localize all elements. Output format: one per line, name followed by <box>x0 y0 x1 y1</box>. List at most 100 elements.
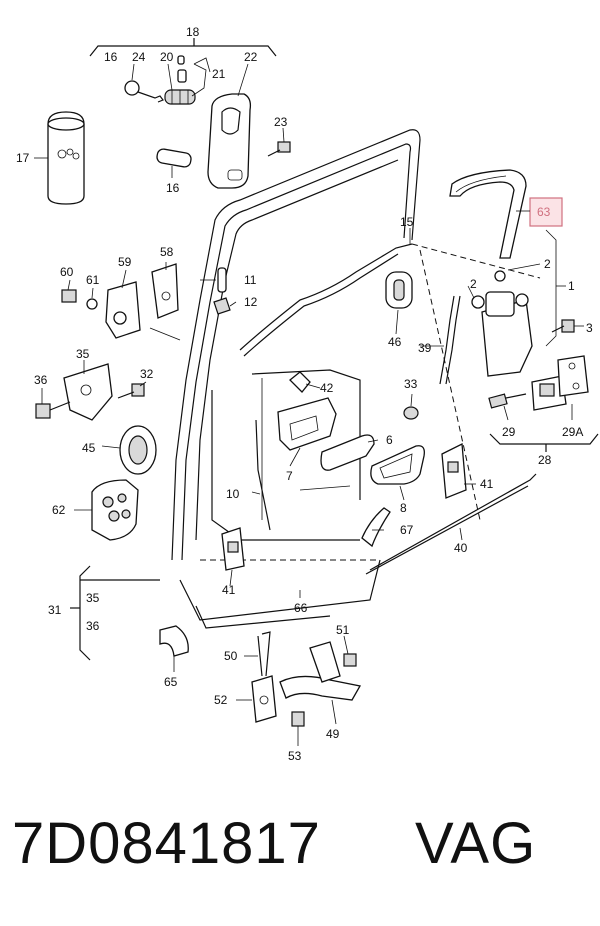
callout-53: 53 <box>288 749 302 763</box>
part-67-seal <box>361 507 391 548</box>
callout-32: 32 <box>140 367 154 381</box>
callout-24: 24 <box>132 50 146 64</box>
callout-33: 33 <box>404 377 418 391</box>
callout-17: 17 <box>16 151 30 165</box>
callout-18: 18 <box>186 25 200 39</box>
callout-52: 52 <box>214 693 228 707</box>
part-12-clip <box>213 297 231 315</box>
part-8-bezel <box>370 445 425 485</box>
part-29-striker <box>488 355 589 411</box>
callout-42: 42 <box>320 381 334 395</box>
part-32-bolt <box>117 383 145 399</box>
part-45-grommet <box>119 425 157 475</box>
callout-50: 50 <box>224 649 238 663</box>
callout-58: 58 <box>160 245 174 259</box>
callout-29: 29 <box>502 425 516 439</box>
callout-20: 20 <box>160 50 174 64</box>
callout-11: 11 <box>244 273 257 287</box>
part-46-grommet <box>385 271 413 309</box>
part-36-bolt <box>35 401 71 419</box>
callout-29a: 29A <box>562 425 583 439</box>
part-22-outer-handle <box>207 93 252 189</box>
door-frame <box>171 129 541 629</box>
part-10-rod <box>255 419 271 531</box>
part-11-bolt <box>217 267 227 293</box>
callout-63: 63 <box>537 205 551 219</box>
callout-66: 66 <box>294 601 308 615</box>
callout-35-group: 35 <box>86 591 100 605</box>
part-63-window-seal <box>449 169 527 259</box>
callout-61: 61 <box>86 273 100 287</box>
part-41-bracket-left <box>221 527 245 571</box>
part-1-door-lock <box>471 270 533 377</box>
callout-7: 7 <box>286 469 293 483</box>
part-24-key <box>124 80 164 103</box>
callout-67: 67 <box>400 523 414 537</box>
part-50-rod <box>257 631 271 677</box>
callout-labels: 18 16 24 20 22 21 23 17 16 15 63 58 59 6… <box>16 25 593 763</box>
door-parts-exploded-diagram: 18 16 24 20 22 21 23 17 16 15 63 58 59 6… <box>16 25 599 763</box>
part-39-rod <box>439 295 461 385</box>
callout-31: 31 <box>48 603 62 617</box>
part-65-seal <box>159 625 189 657</box>
part-20-lock-cylinder <box>164 55 196 105</box>
part-58-bracket <box>151 263 179 319</box>
part-51-bolt <box>343 653 357 667</box>
callout-10: 10 <box>226 487 240 501</box>
part-23-bolt <box>267 141 291 157</box>
callout-65: 65 <box>164 675 178 689</box>
callout-36-group: 36 <box>86 619 100 633</box>
callout-28: 28 <box>538 453 552 467</box>
callout-16: 16 <box>104 50 118 64</box>
part-3-bolt <box>551 319 575 333</box>
callout-45: 45 <box>82 441 96 455</box>
part-33-clip <box>403 406 419 420</box>
callout-23: 23 <box>274 115 288 129</box>
callout-12: 12 <box>244 295 258 309</box>
callout-49: 49 <box>326 727 340 741</box>
part-6-inner-handle <box>320 434 375 471</box>
callout-41-right: 41 <box>480 477 494 491</box>
part-60-bolt <box>61 289 77 303</box>
callout-2-top: 2 <box>544 257 551 271</box>
part-59-hinge-plate <box>105 281 141 339</box>
callout-41-left: 41 <box>222 583 236 597</box>
callout-22: 22 <box>244 50 258 64</box>
brand-name: VAG <box>415 811 537 876</box>
callout-3: 3 <box>586 321 593 335</box>
callout-21: 21 <box>212 67 226 81</box>
highlight-box-63 <box>529 197 563 227</box>
callout-62: 62 <box>52 503 66 517</box>
part-35-hinge <box>63 363 113 421</box>
callout-36: 36 <box>34 373 48 387</box>
leader-lines <box>34 57 584 746</box>
callout-35: 35 <box>76 347 90 361</box>
bracket-28 <box>489 433 599 452</box>
callout-1: 1 <box>568 279 575 293</box>
part-53-bolt <box>291 711 305 727</box>
part-42-clip <box>289 371 311 393</box>
part-52-bracket <box>251 675 277 723</box>
callout-16-pin: 16 <box>166 181 180 195</box>
callout-8: 8 <box>400 501 407 515</box>
part-62-pad <box>91 479 139 541</box>
part-61-washer <box>86 298 98 310</box>
bracket-31 <box>70 565 160 661</box>
callout-2-mid: 2 <box>470 277 477 291</box>
callout-6: 6 <box>386 433 393 447</box>
callout-15: 15 <box>400 215 414 229</box>
part-40-rod <box>365 473 537 575</box>
part-number: 7D0841817 <box>12 811 321 876</box>
callout-51: 51 <box>336 623 350 637</box>
callout-59: 59 <box>118 255 132 269</box>
callout-60: 60 <box>60 265 74 279</box>
part-41-bracket-right <box>441 442 467 499</box>
part-49-check-strap <box>279 641 362 701</box>
callout-40: 40 <box>454 541 468 555</box>
part-7-remote-control <box>277 397 337 451</box>
callout-39: 39 <box>418 341 432 355</box>
group-18-bracket <box>89 38 277 57</box>
part-16-pin <box>156 148 192 168</box>
callout-46: 46 <box>388 335 402 349</box>
part-17-spray-can <box>47 111 85 205</box>
